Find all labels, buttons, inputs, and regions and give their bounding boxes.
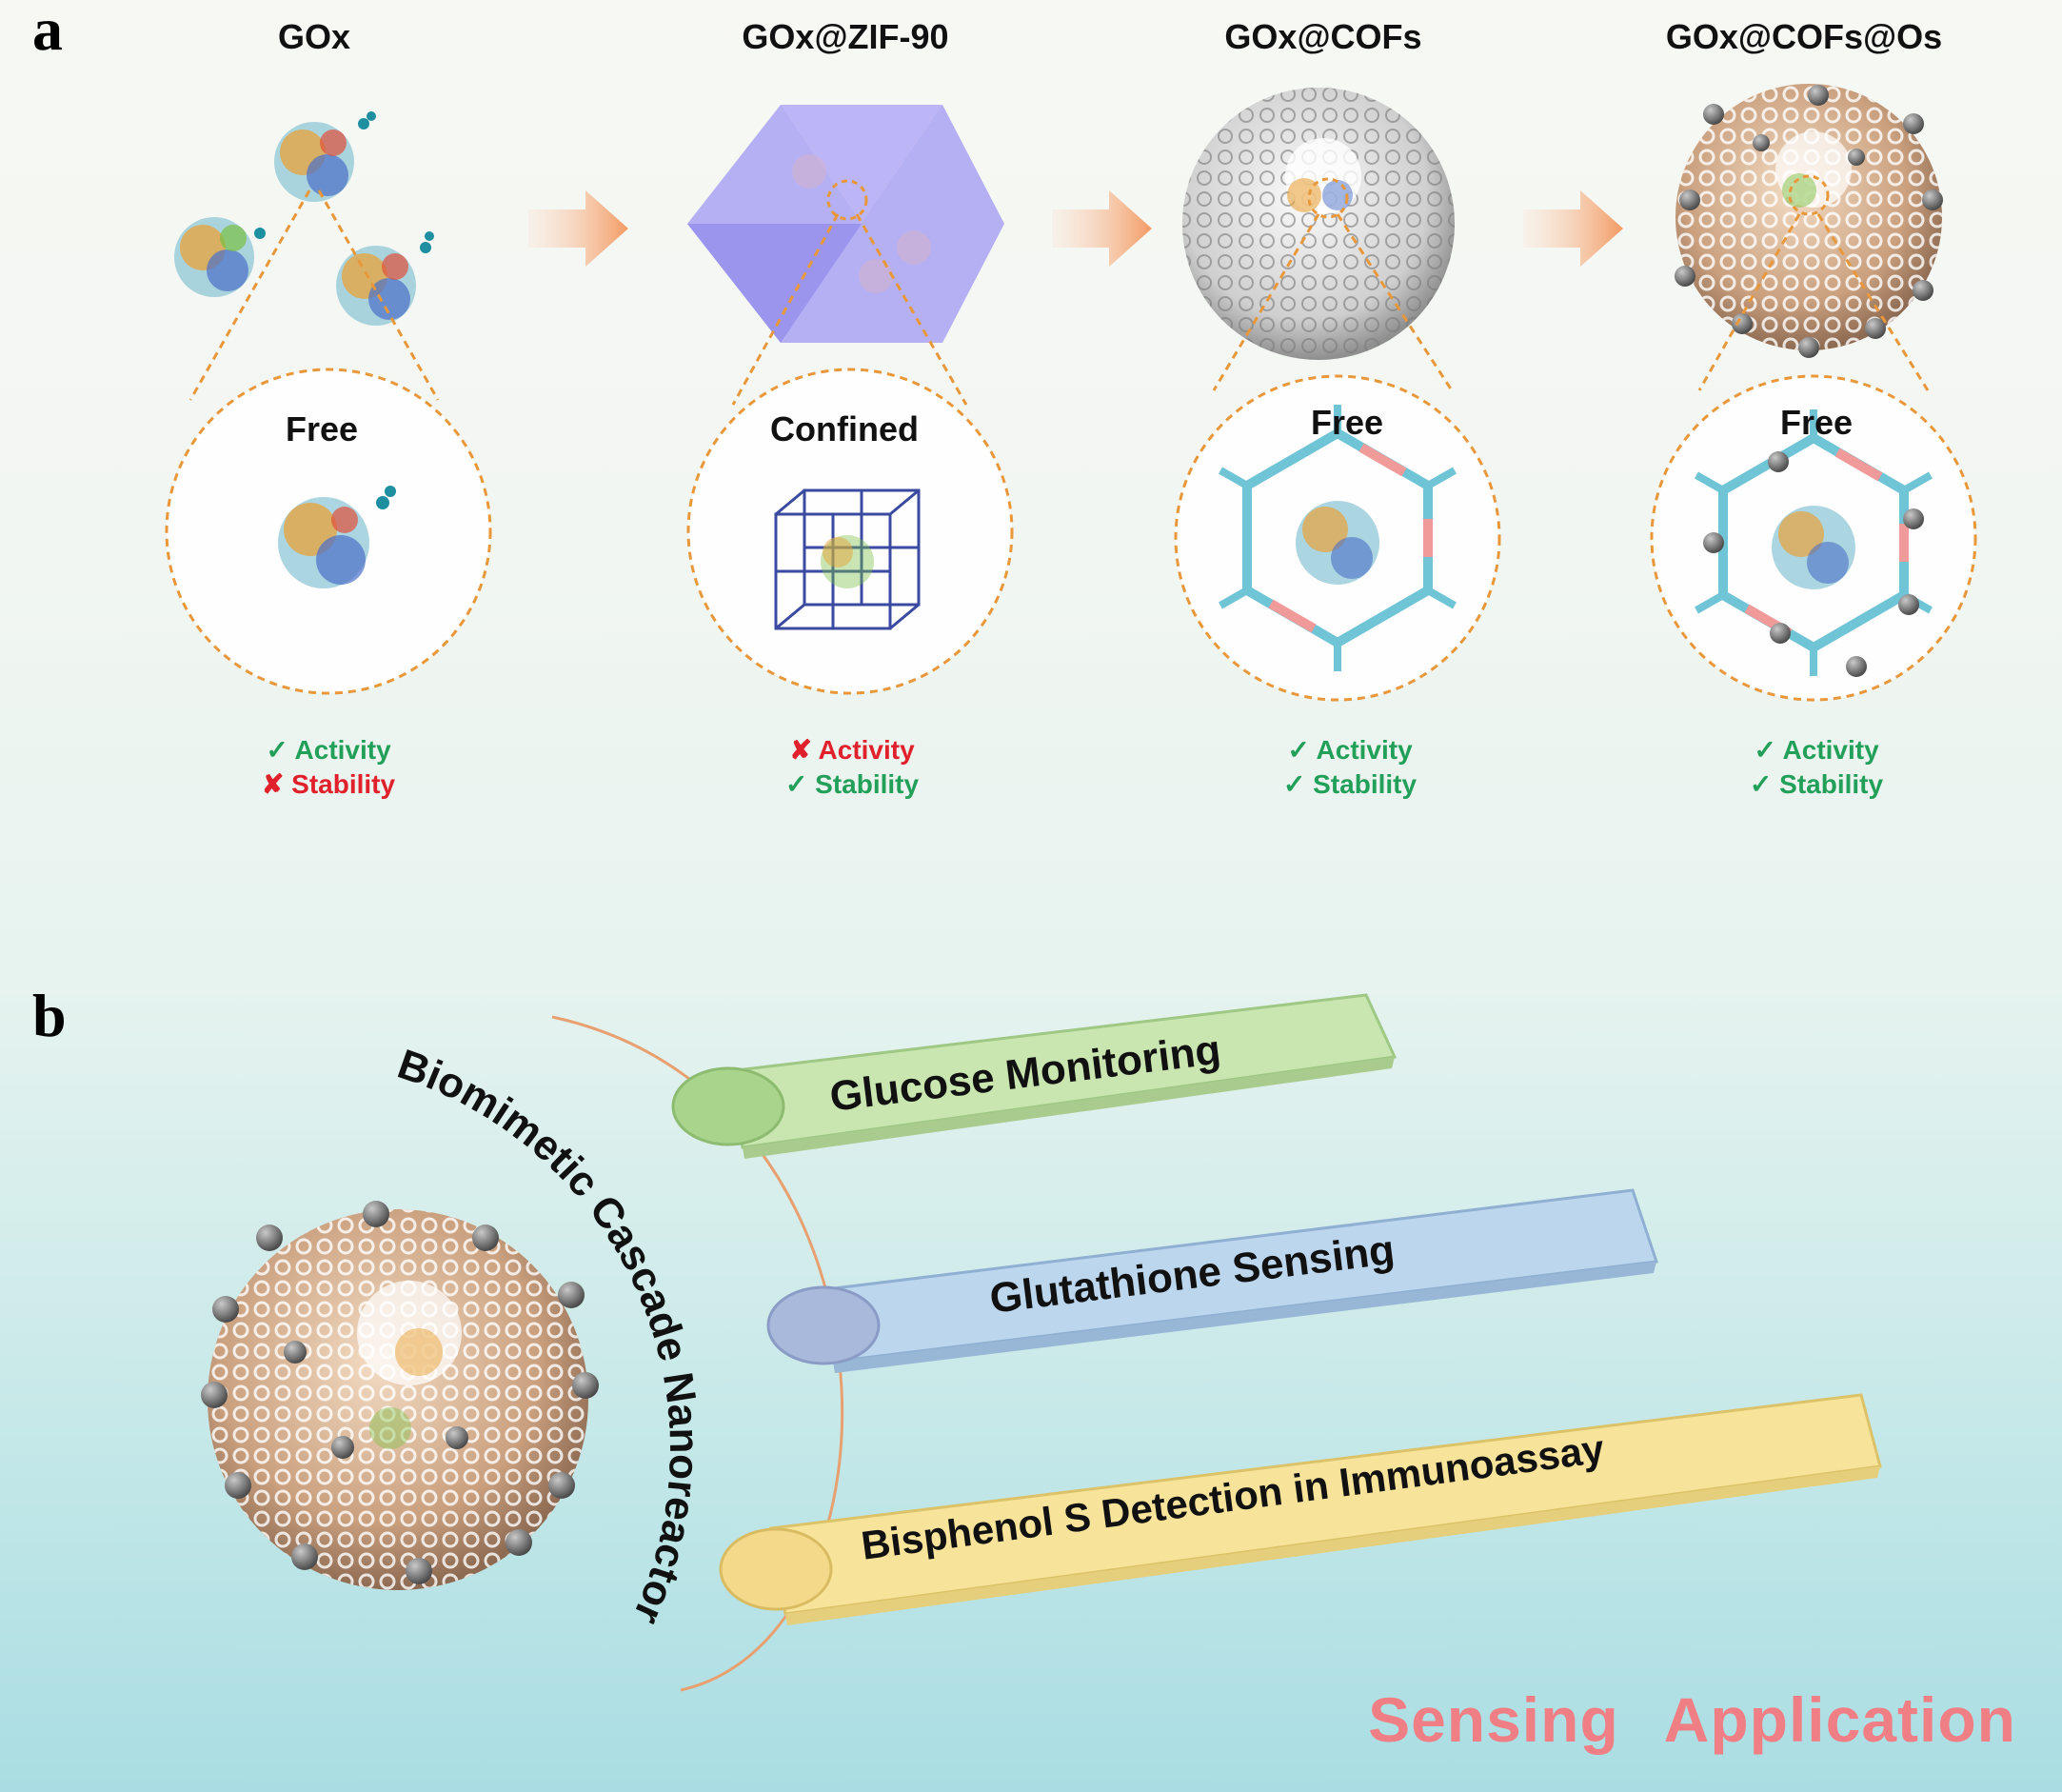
cross-icon: ✘: [261, 769, 285, 799]
gox-proteins: [174, 111, 434, 326]
inset-label-gox: Free: [285, 409, 359, 448]
status-gox: ✓ Activity ✘ Stability: [186, 733, 471, 802]
inset-confined-cage: [774, 488, 921, 630]
stage-title-cofs: GOx@COFs: [1224, 17, 1422, 56]
app-pin-glutathione: [766, 1188, 1659, 1373]
panel-a-letter: a: [32, 0, 63, 63]
activity-label: Activity: [818, 735, 915, 765]
cross-icon: ✘: [789, 735, 812, 765]
stability-label: Stability: [815, 769, 920, 799]
stability-status: ✘ Stability: [186, 767, 471, 802]
check-icon: ✓: [1287, 735, 1310, 765]
activity-label: Activity: [294, 735, 391, 765]
activity-status: ✓ Activity: [1207, 733, 1493, 767]
activity-label: Activity: [1316, 735, 1413, 765]
inset-label-cofs: Free: [1310, 403, 1384, 442]
app-pin-glucose: [671, 993, 1398, 1159]
cof-sphere: [1182, 88, 1455, 360]
nanoreactor-sphere: [201, 1201, 599, 1590]
stage-title-cofs-os: GOx@COFs@Os: [1665, 17, 1943, 56]
activity-status: ✘ Activity: [709, 733, 995, 767]
stage-title-zif90: GOx@ZIF-90: [742, 17, 949, 56]
check-icon: ✓: [1749, 769, 1773, 799]
check-icon: ✓: [266, 735, 288, 765]
sensing-application-title: Sensing Application: [1368, 1684, 2016, 1755]
check-icon: ✓: [1754, 735, 1776, 765]
status-zif90: ✘ Activity ✓ Stability: [709, 733, 995, 802]
inset-free-protein: [278, 486, 396, 588]
stability-label: Stability: [1313, 769, 1418, 799]
activity-status: ✓ Activity: [186, 733, 471, 767]
stability-status: ✓ Stability: [1207, 767, 1493, 802]
inset-label-zif90: Confined: [770, 409, 919, 448]
app-pin-bisphenol: [719, 1393, 1882, 1625]
stability-label: Stability: [291, 769, 396, 799]
stage-title-gox: GOx: [277, 17, 351, 56]
stability-status: ✓ Stability: [709, 767, 995, 802]
cof-os-sphere: [1675, 84, 1943, 358]
check-icon: ✓: [784, 769, 808, 799]
stability-status: ✓ Stability: [1674, 767, 1959, 802]
inset-cof-os-lattice: [1695, 409, 1933, 677]
status-cofs-os: ✓ Activity ✓ Stability: [1674, 733, 1959, 802]
status-cofs: ✓ Activity ✓ Stability: [1207, 733, 1493, 802]
inset-label-cofs-os: Free: [1779, 403, 1854, 442]
panel-b-letter: b: [32, 982, 67, 1049]
activity-status: ✓ Activity: [1674, 733, 1959, 767]
check-icon: ✓: [1282, 769, 1306, 799]
inset-cof-lattice: [1219, 405, 1457, 671]
stability-label: Stability: [1779, 769, 1884, 799]
process-arrows: [528, 190, 1623, 267]
zif90-crystal: [687, 105, 1004, 343]
activity-label: Activity: [1782, 735, 1879, 765]
